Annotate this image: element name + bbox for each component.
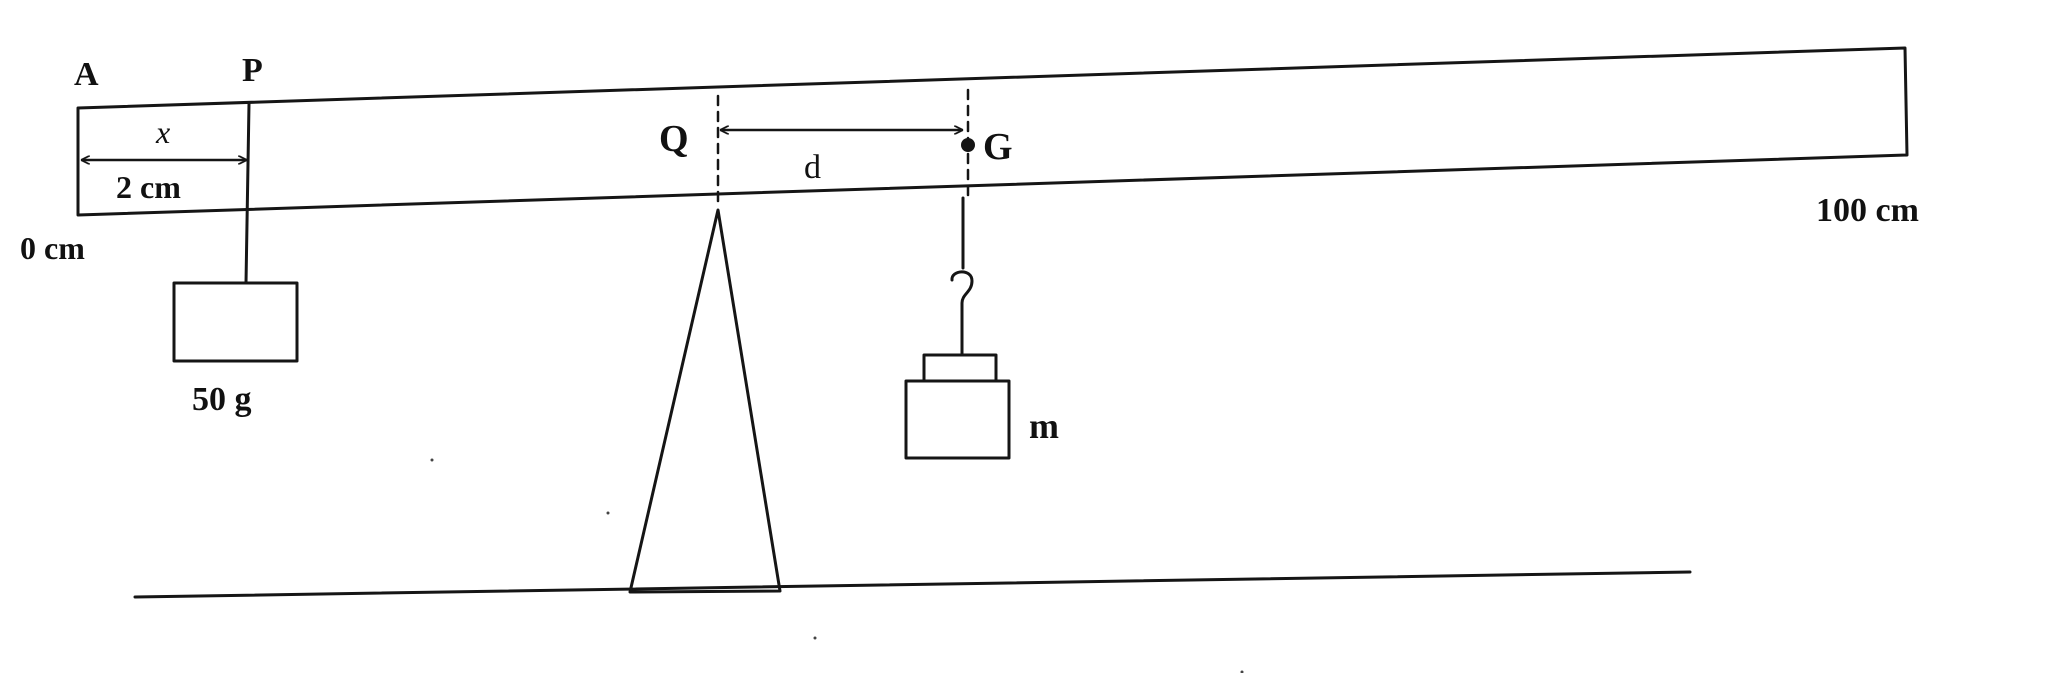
scan-speck xyxy=(606,511,610,515)
label-right-mass: m xyxy=(1029,406,1059,446)
right-mass-box xyxy=(904,379,1011,460)
label-scale-start: 0 cm xyxy=(20,230,85,266)
meter-rule-beam xyxy=(76,46,1909,217)
left-mass-box xyxy=(172,281,299,363)
label-point-a: A xyxy=(74,56,99,93)
scan-speck xyxy=(813,636,817,640)
hook-icon xyxy=(950,270,974,314)
label-scale-end: 100 cm xyxy=(1816,192,1919,229)
label-distance-x-value: 2 cm xyxy=(116,169,181,205)
label-point-q: Q xyxy=(659,118,689,160)
label-left-mass: 50 g xyxy=(192,381,252,418)
label-distance-x: x xyxy=(155,114,170,150)
scan-speck xyxy=(430,458,434,462)
scan-speck xyxy=(1240,670,1244,673)
center-of-gravity-dot xyxy=(961,138,975,152)
label-distance-d: d xyxy=(804,149,821,186)
right-mass-top-block xyxy=(922,353,998,383)
fulcrum-triangle xyxy=(628,208,782,594)
ground-line xyxy=(133,570,1692,599)
label-point-g: G xyxy=(983,126,1013,168)
point-p-line xyxy=(244,102,251,285)
label-point-p: P xyxy=(242,52,263,89)
